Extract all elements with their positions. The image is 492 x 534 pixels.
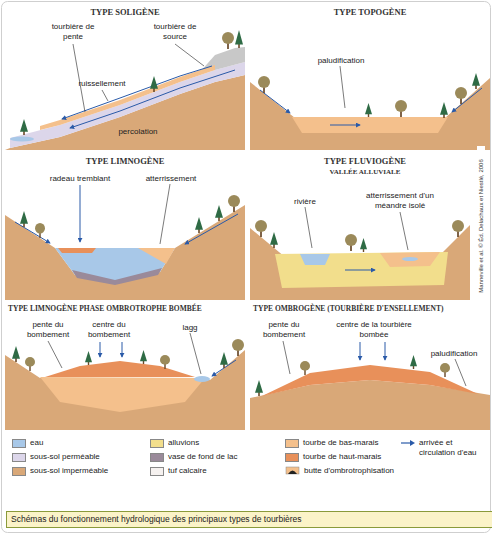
legend-text: tuf calcaire — [168, 466, 207, 476]
panel-title: TYPE LIMNOGÈNE — [55, 157, 195, 167]
legend-text: eau — [30, 438, 43, 448]
flow-label: percolation — [112, 127, 164, 137]
legend-entry: tourbe de bas-marais — [285, 438, 379, 448]
part-label: lagg — [178, 323, 202, 333]
flow-label: ruissellement — [70, 79, 134, 89]
legend-swatch — [12, 467, 26, 476]
legend-swatch — [150, 453, 164, 462]
caption: Schémas du fonctionnement hydrologique d… — [6, 511, 492, 528]
watermark: Manneville et al. © Éd. Delachaux et Nie… — [477, 146, 485, 306]
panel-title: TYPE LIMNOGÈNE PHASE OMBROTROPHE BOMBÉE — [8, 304, 244, 314]
panel-subtitle: VALLÉE ALLUVIALE — [295, 168, 435, 178]
legend-swatch — [285, 453, 299, 462]
legend-swatch — [150, 439, 164, 448]
legend-text: arrivée et circulation d'eau — [419, 438, 485, 457]
part-label: centre de la tourbière bombée — [332, 320, 416, 339]
panel-title: TYPE OMBROGÈNE (TOURBIÈRE D'ENSELLEMENT) — [253, 304, 489, 314]
part-label: pente du bombement — [256, 320, 312, 339]
arrow-symbol — [400, 438, 416, 447]
legend-text: tourbe de bas-marais — [303, 438, 379, 448]
legend-entry: tuf calcaire — [150, 466, 207, 476]
panel-title: TYPE TOPOGÈNE — [300, 8, 440, 18]
part-label: rivière — [285, 197, 325, 207]
part-label: centre du bombement — [80, 320, 138, 339]
legend-entry: vase de fond de lac — [150, 452, 237, 462]
part-label: atterrissement d'un méandre isolé — [352, 191, 448, 210]
part-label: tourbière de source — [150, 22, 200, 41]
part-label: paludification — [310, 56, 372, 66]
legend-entry: alluvions — [150, 438, 199, 448]
legend-text: vase de fond de lac — [168, 452, 237, 462]
legend-entry: sous-sol perméable — [12, 452, 100, 462]
part-label: radeau tremblant — [40, 174, 120, 184]
legend-text: butte d'ombrotrophisation — [304, 466, 394, 476]
legend-swatch — [285, 439, 299, 448]
legend-text: tourbe de haut-marais — [303, 452, 381, 462]
part-label: pente du bombement — [20, 320, 76, 339]
legend-swatch — [12, 453, 26, 462]
part-label: tourbière de pente — [48, 22, 98, 41]
legend-entry: eau — [12, 438, 43, 448]
legend-entry: tourbe de haut-marais — [285, 452, 381, 462]
legend-text: sous-sol imperméable — [30, 466, 108, 476]
panel-title: TYPE SOLIGÈNE — [55, 8, 195, 18]
panel-title: TYPE FLUVIOGÈNE — [295, 157, 435, 167]
legend-entry: butte d'ombrotrophisation — [285, 466, 394, 476]
legend-swatch — [12, 439, 26, 448]
legend-entry: arrivée et circulation d'eau — [400, 438, 485, 457]
legend-swatch — [150, 467, 164, 476]
part-label: paludification — [423, 349, 485, 359]
legend-text: alluvions — [168, 438, 199, 448]
mound-symbol — [285, 466, 301, 475]
legend-text: sous-sol perméable — [30, 452, 100, 462]
part-label: atterrissement — [138, 174, 204, 184]
legend-entry: sous-sol imperméable — [12, 466, 108, 476]
